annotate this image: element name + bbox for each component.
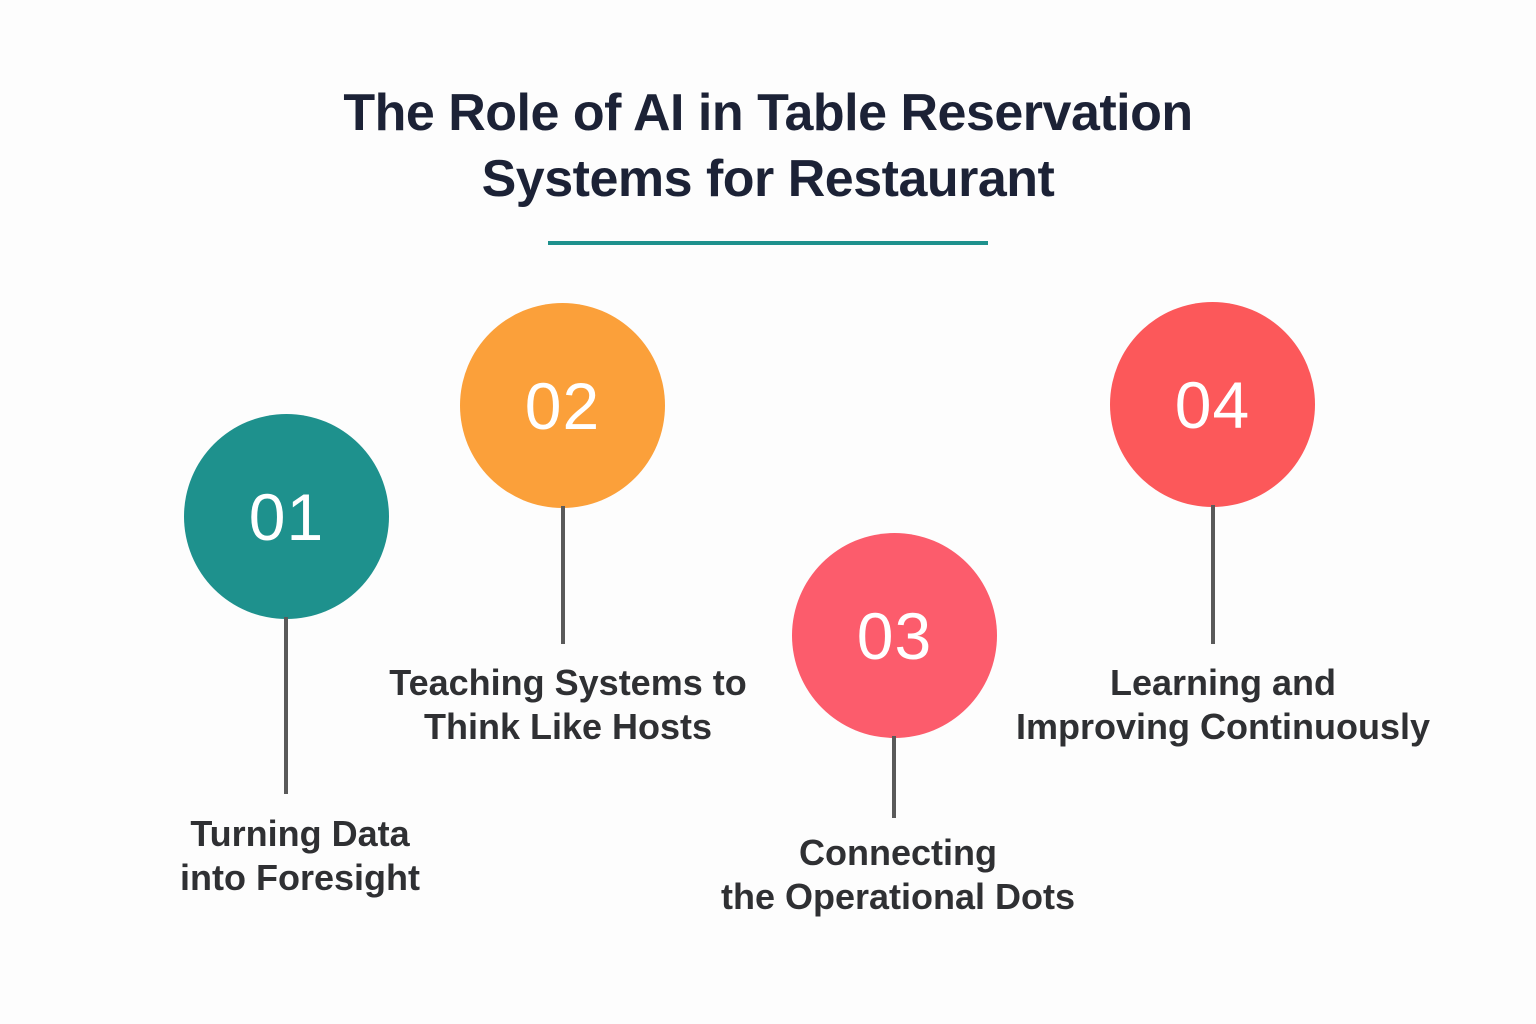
title-line-2: Systems for Restaurant (481, 150, 1055, 208)
step-2-connector (561, 506, 565, 644)
step-2-label-line-2: Think Like Hosts (423, 706, 713, 747)
step-3-label-line-2: the Operational Dots (720, 876, 1076, 917)
step-1-label-line-1: Turning Data (190, 813, 410, 854)
step-4-label-line-1: Learning and (1109, 662, 1337, 703)
step-3-number: 03 (856, 598, 933, 673)
title-divider (548, 241, 988, 245)
step-3-label-line-1: Connecting (799, 832, 997, 873)
step-1-label: Turning Data into Foresight (130, 812, 470, 900)
step-3-connector (892, 736, 896, 818)
step-4-connector (1211, 505, 1215, 644)
step-1-circle: 01 (184, 414, 389, 619)
step-2-circle: 02 (460, 303, 665, 508)
step-4-circle: 04 (1110, 302, 1315, 507)
title-line-1: The Role of AI in Table Reservation (343, 84, 1193, 142)
step-4-number: 04 (1174, 367, 1251, 442)
step-3-circle: 03 (792, 533, 997, 738)
page-title: The Role of AI in Table Reservation Syst… (0, 80, 1536, 212)
step-4-label-line-2: Improving Continuously (1016, 706, 1430, 747)
step-2-label-line-1: Teaching Systems to (389, 662, 747, 703)
step-1-number: 01 (248, 479, 325, 554)
step-3-label: Connecting the Operational Dots (690, 831, 1106, 919)
step-1-connector (284, 617, 288, 794)
step-4-label: Learning and Improving Continuously (1000, 661, 1446, 749)
step-2-number: 02 (524, 368, 601, 443)
step-2-label: Teaching Systems to Think Like Hosts (368, 661, 768, 749)
step-1-label-line-2: into Foresight (180, 857, 420, 898)
